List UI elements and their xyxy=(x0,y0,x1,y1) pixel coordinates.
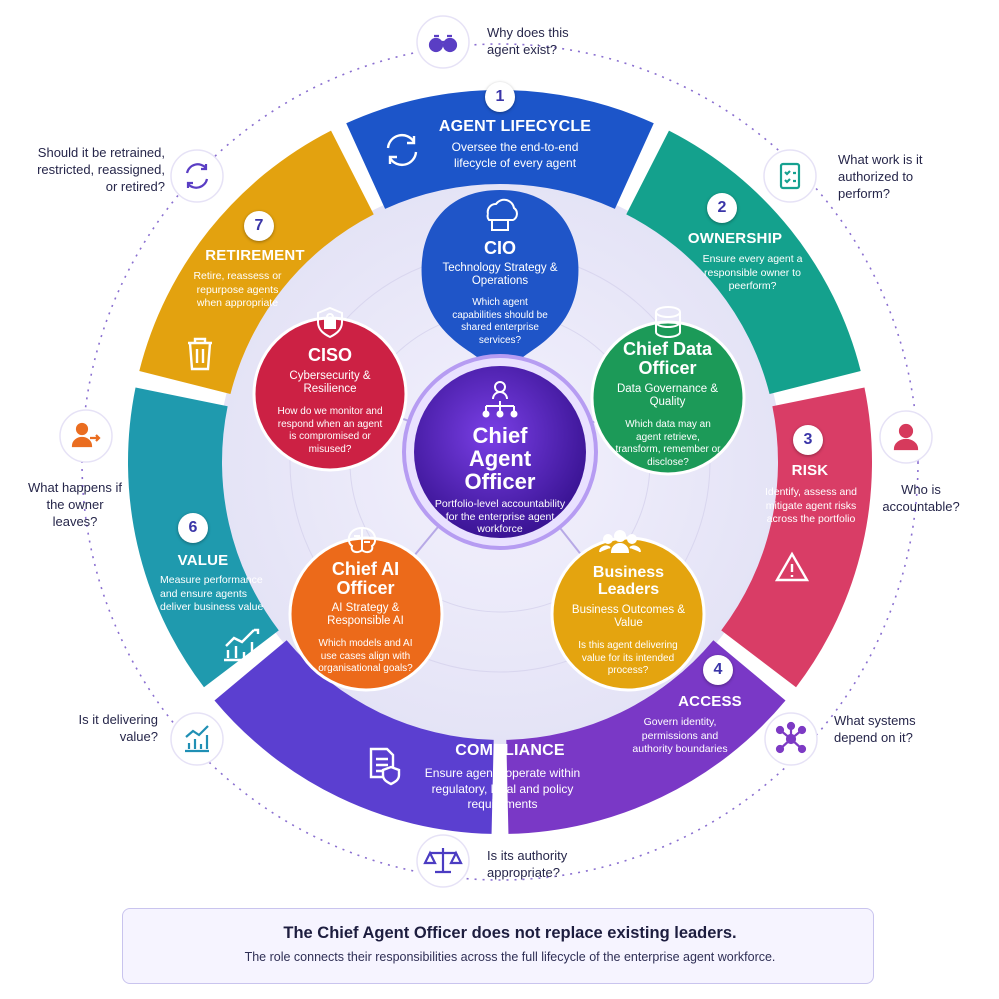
leader-shape-cio xyxy=(421,190,579,372)
segment-desc-access: Govern identity, permissions and authori… xyxy=(632,716,728,756)
leader-question-cio: Which agent capabilities should be share… xyxy=(452,297,548,346)
segment-title-ownership: OWNERSHIP xyxy=(687,230,783,247)
question-delivering-value: Is it delivering value? xyxy=(78,712,158,744)
question-bubble xyxy=(59,409,113,463)
summary-banner xyxy=(122,908,874,984)
segment-title-agent-lifecycle: AGENT LIFECYCLE xyxy=(438,118,592,135)
network-nodes-icon xyxy=(775,721,807,754)
center-title-line-2: Agent xyxy=(468,446,532,472)
leader-title-ciso: CISO xyxy=(307,345,352,365)
banner-subtitle: The role connects their responsibilities… xyxy=(244,950,776,964)
question-retrain-retire: Should it be retrained, restricted, reas… xyxy=(37,145,165,194)
ring-segment-agent-lifecycle xyxy=(346,90,654,209)
segment-title-compliance: COMPLIANCE xyxy=(455,742,565,759)
person-handover-icon xyxy=(71,422,101,448)
question-why-exist: Why does this agent exist? xyxy=(487,25,569,57)
ring-segment-ownership xyxy=(626,130,861,395)
cloud-server-icon xyxy=(486,198,518,231)
leader-shape-chief-ai-officer xyxy=(288,536,444,692)
clipboard-checklist-icon xyxy=(779,162,801,190)
segment-title-value: VALUE xyxy=(177,552,229,569)
question-who-accountable: Who is accountable? xyxy=(882,482,960,514)
leader-title-cdo: Chief Data Officer xyxy=(622,339,712,378)
leader-title-business: Business Leaders xyxy=(592,564,665,598)
warning-icon xyxy=(774,551,810,582)
segment-desc-retirement: Retire, reassess or repurpose agents whe… xyxy=(193,270,282,310)
segment-desc-risk: Identify, assess and mitigate agent risk… xyxy=(764,486,858,526)
question-bubble xyxy=(170,712,224,766)
leader-subtitle-business: Business Outcomes & Value xyxy=(571,604,686,630)
ring-segment-retirement xyxy=(139,130,374,395)
segment-number-6: 6 xyxy=(178,513,208,543)
database-icon xyxy=(655,306,681,338)
leader-question-caio: Which models and AI use cases align with… xyxy=(318,638,413,674)
center-title-line-3: Officer xyxy=(464,469,536,495)
leader-shape-chief-data-officer xyxy=(590,320,746,476)
people-group-icon xyxy=(599,530,641,553)
binoculars-icon xyxy=(428,34,458,53)
segment-number-1: 1 xyxy=(485,82,515,112)
lock-shield-icon xyxy=(317,306,343,339)
leader-title-cio: CIO xyxy=(483,238,516,258)
leader-subtitle-cdo: Data Governance & Quality xyxy=(616,383,718,409)
segment-title-risk: RISK xyxy=(791,462,829,479)
refresh-cycle-icon xyxy=(185,163,209,189)
center-title-line-1: Chief xyxy=(472,423,528,448)
question-authority-appropriate: Is its authority appropriate? xyxy=(487,848,568,880)
leader-subtitle-cio: Technology Strategy & Operations xyxy=(442,262,558,288)
segment-number-3: 3 xyxy=(793,425,823,455)
cycle-arrows-icon xyxy=(386,133,418,167)
question-owner-leaves: What happens if the owner leaves? xyxy=(28,480,122,529)
question-systems-depend: What systems depend on it? xyxy=(834,713,916,745)
banner-title: The Chief Agent Officer does not replace… xyxy=(283,924,737,942)
segment-title-access: ACCESS xyxy=(678,693,742,710)
question-bubble xyxy=(170,149,224,203)
org-chart-icon xyxy=(482,381,518,418)
segment-number-7: 7 xyxy=(244,211,274,241)
ring-segment-access xyxy=(506,640,786,834)
segment-desc-value: Measure performance and ensure agents de… xyxy=(160,574,264,614)
ring-segment-risk xyxy=(721,387,872,688)
ring-segment-compliance xyxy=(214,640,494,834)
segment-number-2: 2 xyxy=(707,193,737,223)
document-shield-icon xyxy=(369,747,401,786)
segment-number-4: 4 xyxy=(703,655,733,685)
leader-question-cdo: Which data may an agent retrieve, transf… xyxy=(615,419,721,468)
leader-subtitle-ciso: Cybersecurity & Resilience xyxy=(289,370,371,396)
leader-question-business: Is this agent delivering value for its i… xyxy=(578,640,678,676)
center-title: Chief Agent Officer xyxy=(430,424,570,493)
leader-question-ciso: How do we monitor and respond when an ag… xyxy=(277,406,383,455)
person-icon xyxy=(893,423,919,451)
segment-desc-compliance: Ensure agents operate within regulatory,… xyxy=(424,766,581,812)
question-bubble xyxy=(763,149,817,203)
growth-chart-icon xyxy=(224,628,260,662)
leader-shape-ciso xyxy=(252,316,408,472)
growth-chart-icon xyxy=(185,725,209,753)
leader-subtitle-caio: AI Strategy & Responsible AI xyxy=(327,602,404,628)
center-description: Portfolio-level accountability for the e… xyxy=(434,498,566,536)
question-authorized-work: What work is it authorized to perform? xyxy=(838,152,923,201)
scales-icon xyxy=(423,848,463,874)
leader-title-caio: Chief AI Officer xyxy=(331,559,400,598)
segment-desc-agent-lifecycle: Oversee the end-to-end lifecycle of ever… xyxy=(451,140,579,170)
brain-icon xyxy=(347,526,377,554)
segment-desc-ownership: Ensure every agent a responsible owner t… xyxy=(702,253,803,293)
center-circle xyxy=(414,366,586,538)
trash-icon xyxy=(188,337,212,371)
segment-title-retirement: RETIREMENT xyxy=(205,247,305,264)
